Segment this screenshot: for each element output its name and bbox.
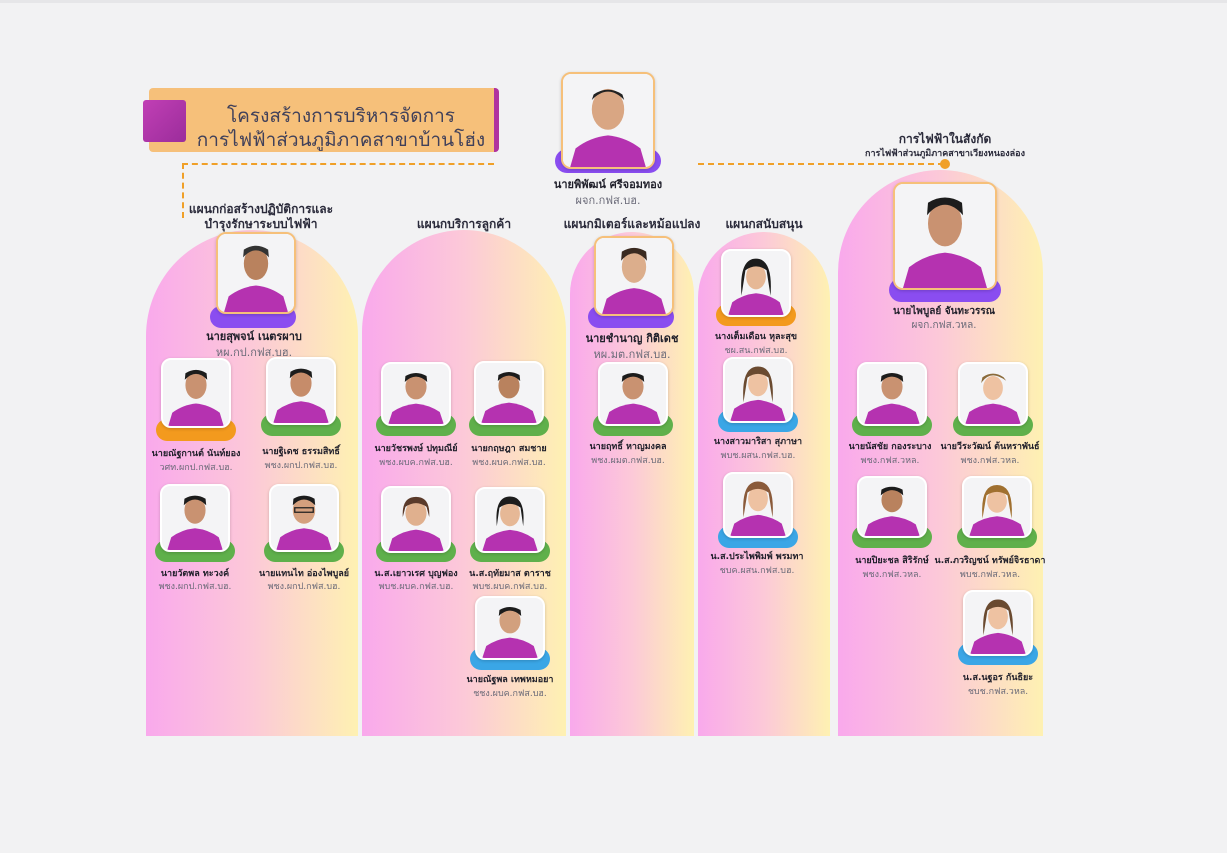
staff-b5-name: น.ส.นฐอร กันธิยะ	[962, 673, 1034, 683]
staff-p1-photo	[721, 249, 791, 317]
staff-s4-position: พบช.ผบค.กฟส.บฮ.	[472, 582, 548, 592]
staff-m1-photo	[598, 362, 668, 426]
title-banner-mark	[143, 100, 186, 142]
staff-s5-name: นายณัฐพล เทพหมอยา	[466, 675, 554, 685]
head-construction-photo	[216, 232, 296, 314]
head-branch-name: นายไพบูลย์ จันทะวรรณ	[892, 306, 996, 317]
staff-b1-name: นายนัสชัย กองระบาง	[848, 442, 932, 452]
manager-position: ผจก.กฟส.บฮ.	[575, 194, 641, 207]
staff-s3-photo	[381, 486, 451, 553]
staff-b3-photo	[857, 476, 927, 538]
staff-c2-name: นายฐิเดช ธรรมสิทธิ์	[262, 447, 340, 457]
staff-s2-name: นายกฤษฎา สมชาย	[471, 444, 547, 454]
staff-c2-position: พชง.ผกป.กฟส.บฮ.	[264, 461, 338, 471]
staff-s4-name: น.ส.ฤทัยมาส ตาราช	[469, 569, 551, 579]
branch-sublabel: การไฟฟ้าส่วนภูมิภาคสาขาเวียงหนองล่อง	[865, 149, 1025, 159]
staff-s1-name: นายวัชรพงษ์ ปทุมณีย์	[374, 444, 458, 454]
connector-dot	[940, 159, 950, 169]
head-construction-name: นายสุพจน์ เนตรผาบ	[206, 330, 302, 343]
dept-label-construction-1: แผนกก่อสร้างปฏิบัติการและ	[188, 202, 334, 216]
staff-p2-position: พบช.ผสน.กฟส.บฮ.	[720, 451, 796, 461]
staff-p1-position: ชผ.สน.กฟส.บฮ.	[724, 346, 788, 356]
staff-c3-position: พชง.ผกป.กฟส.บฮ.	[158, 582, 232, 592]
staff-b3-name: นายปิยะชล สิริรักษ์	[855, 556, 929, 566]
staff-p3-photo	[723, 472, 793, 538]
staff-b3-position: พชง.กฟส.วหล.	[862, 570, 922, 580]
dept-label-customer: แผนกบริการลูกค้า	[416, 217, 512, 231]
title-banner	[149, 88, 499, 152]
branch-label: การไฟฟ้าในสังกัด	[898, 132, 992, 146]
staff-s2-photo	[474, 361, 544, 425]
staff-c4-position: พชง.ผกป.กฟส.บฮ.	[267, 582, 341, 592]
staff-b1-photo	[857, 362, 927, 426]
top-border	[0, 0, 1227, 3]
staff-s5-photo	[475, 596, 545, 660]
staff-s5-position: ชชง.ผบค.กฟส.บฮ.	[473, 689, 547, 699]
staff-s4-photo	[475, 487, 545, 553]
staff-b4-name: น.ส.ภวริญชน์ ทรัพย์จิรธาดา	[934, 556, 1046, 566]
staff-b2-photo	[958, 362, 1028, 426]
head-meter-photo	[594, 236, 674, 316]
staff-s3-position: พบช.ผบค.กฟส.บฮ.	[378, 582, 454, 592]
staff-s3-name: น.ส.เยาวเรศ บุญฟอง	[374, 569, 458, 579]
staff-c3-photo	[160, 484, 230, 552]
connector-right	[698, 163, 944, 165]
staff-c4-photo	[269, 484, 339, 552]
staff-c3-name: นายวัตพล ทะวงค์	[160, 569, 230, 579]
staff-b4-photo	[962, 476, 1032, 538]
staff-m1-name: นายฤทธิ์ หาญมงคล	[589, 442, 667, 452]
staff-b4-position: พบช.กฟส.วหล.	[959, 570, 1021, 580]
staff-p1-name: นางเต็มเดือน หุละสุข	[715, 332, 797, 342]
chart-title-line2: การไฟฟ้าส่วนภูมิภาคสาขาบ้านโฮ่ง	[196, 129, 486, 151]
connector-left	[182, 163, 494, 165]
chart-title-line1: โครงสร้างการบริหารจัดการ	[226, 105, 456, 127]
staff-c1-name: นายณัฐกานต์ นันท์ยอง	[151, 449, 241, 459]
staff-p2-name: นางสาวมาริสา สุภาษา	[713, 437, 803, 447]
staff-b5-position: ชบช.กฟส.วหล.	[967, 687, 1029, 697]
staff-b2-position: พชง.กฟส.วหล.	[960, 456, 1020, 466]
head-meter-name: นายชำนาญ กิติเดช	[585, 332, 679, 345]
head-meter-position: หผ.มต.กฟส.บฮ.	[593, 348, 671, 361]
staff-c4-name: นายแทนไท อ่องไพบูลย์	[258, 569, 350, 579]
staff-b2-name: นายวีระวัฒน์ ต้นหราพันธ์	[940, 442, 1040, 452]
staff-c1-photo	[161, 358, 231, 428]
head-construction-position: หผ.กป.กฟส.บฮ.	[215, 346, 293, 359]
dept-label-construction-2: บำรุงรักษาระบบไฟฟ้า	[204, 217, 318, 231]
manager-name: นายพิพัฒน์ ศรีจอมทอง	[553, 178, 663, 191]
staff-p3-position: ชบค.ผสน.กฟส.บฮ.	[719, 566, 795, 576]
staff-c2-photo	[266, 357, 336, 425]
staff-m1-position: พชง.ผมต.กฟส.บฮ.	[591, 456, 665, 466]
staff-c1-position: วศท.ผกป.กฟส.บฮ.	[159, 463, 233, 473]
staff-s2-position: พชง.ผบค.กฟส.บฮ.	[472, 458, 546, 468]
staff-s1-photo	[381, 362, 451, 426]
staff-s1-position: พชง.ผบค.กฟส.บฮ.	[379, 458, 453, 468]
staff-b5-photo	[963, 590, 1033, 656]
dept-label-support: แผนกสนับสนุน	[725, 217, 803, 231]
staff-p2-photo	[723, 357, 793, 423]
staff-p3-name: น.ส.ประไพพิมพ์ พรมทา	[710, 552, 804, 562]
staff-b1-position: พชง.กฟส.วหล.	[860, 456, 920, 466]
head-branch-photo	[893, 182, 997, 290]
manager-photo	[561, 72, 655, 169]
dept-label-meter: แผนกมิเตอร์และหม้อแปลง	[563, 217, 701, 231]
head-branch-position: ผจก.กฟส.วหล.	[911, 320, 977, 331]
connector-left-down	[182, 163, 184, 218]
